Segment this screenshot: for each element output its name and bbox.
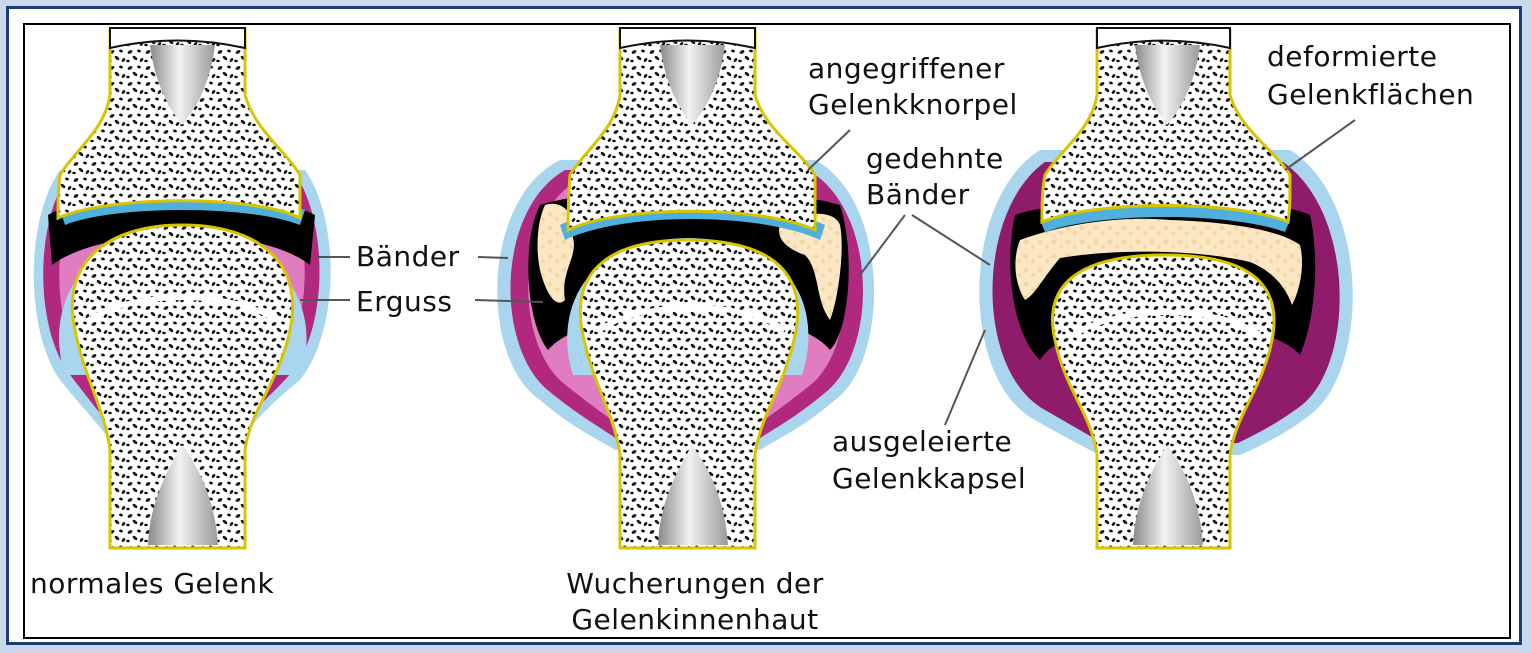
label-deformierte-2: Gelenkflächen <box>1267 78 1474 112</box>
label-angegriffener-1: angegriffener <box>808 52 1005 86</box>
label-gedehnte-1: gedehnte <box>866 142 1004 176</box>
leader-gedehnte-2 <box>912 215 990 265</box>
leader-angegriffener <box>808 130 850 170</box>
label-ausgeleierte-2: Gelenkkapsel <box>832 462 1026 496</box>
joint-normal <box>34 28 331 548</box>
caption-synovitis-2: Gelenkinnenhaut <box>540 603 850 637</box>
label-deformierte-1: deformierte <box>1267 40 1438 74</box>
label-ausgeleierte-1: ausgeleierte <box>832 425 1012 459</box>
caption-synovitis-1: Wucherungen der <box>540 567 850 601</box>
label-gedehnte-2: Bänder <box>866 178 970 212</box>
label-baender: Bänder <box>356 240 460 274</box>
leader-baender-2 <box>478 257 508 258</box>
leader-ausgeleierte <box>945 330 985 425</box>
label-erguss: Erguss <box>356 285 452 319</box>
leader-deformierte <box>1285 120 1355 170</box>
label-angegriffener-2: Gelenkknorpel <box>808 88 1018 122</box>
caption-normal: normales Gelenk <box>30 567 274 601</box>
